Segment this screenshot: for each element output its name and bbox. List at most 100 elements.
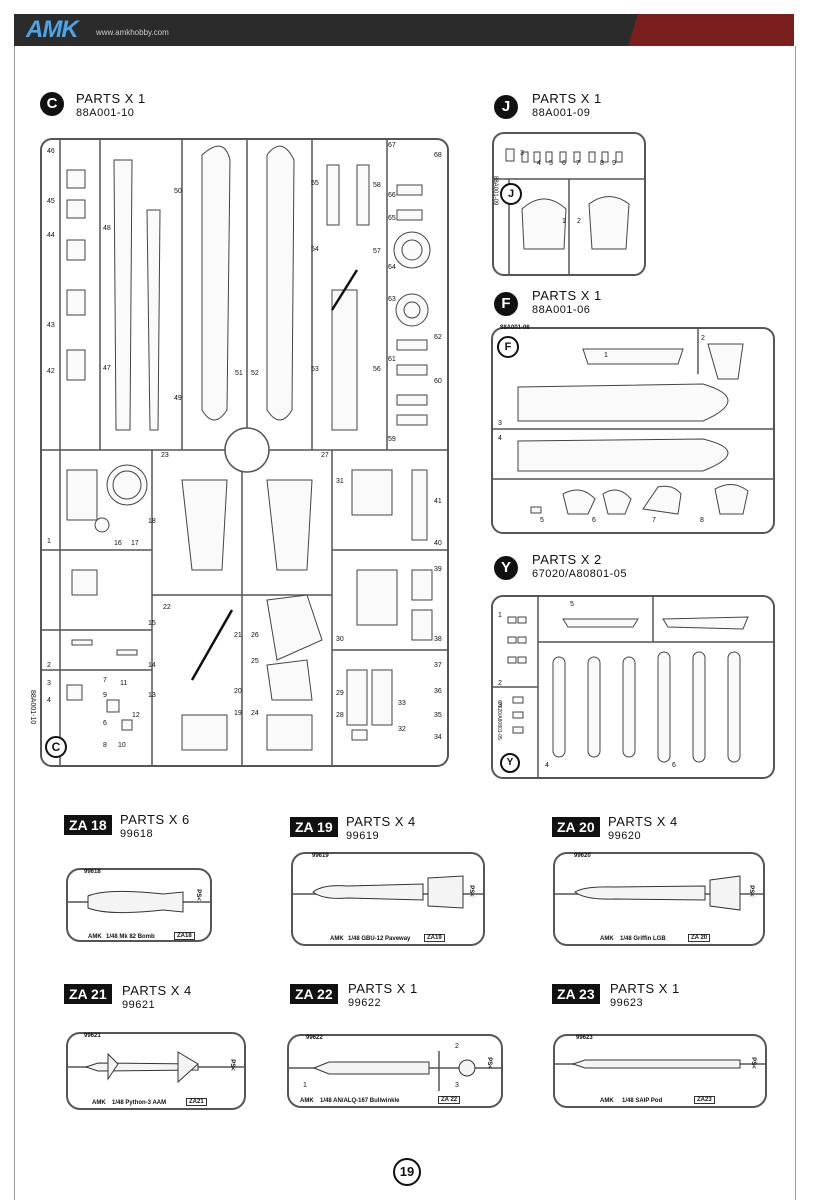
za23-sprue [553, 1034, 767, 1108]
header-accent [628, 14, 794, 46]
sprue-f-badge: F [494, 292, 518, 316]
c-part-num: 49 [174, 395, 182, 402]
za18-title: PARTS X 6 [120, 812, 190, 827]
za22-sprue-code: 99622 [306, 1035, 323, 1041]
c-part-num: 4 [47, 697, 51, 704]
za21-box: ZA21 [186, 1098, 207, 1106]
c-part-num: 59 [388, 436, 396, 443]
za18-tag: ZA 18 [64, 815, 112, 835]
za18-box: ZA18 [174, 932, 195, 940]
j-part-num: 6 [562, 160, 566, 167]
f-part-num: 3 [498, 420, 502, 427]
sprue-c-corner-badge: C [45, 736, 67, 758]
za19-drawing [293, 875, 483, 909]
j-part-num: 8 [600, 160, 604, 167]
za18-sprue-code: 99618 [84, 869, 101, 875]
za22-box: ZA 22 [438, 1096, 461, 1104]
za22-title: PARTS X 1 [348, 981, 418, 996]
c-part-num: 37 [434, 662, 442, 669]
sprue-c-badge: C [40, 92, 64, 116]
za20-ps: PS< [747, 885, 754, 897]
za18-code: 99618 [120, 828, 154, 840]
c-part-num: 58 [373, 182, 381, 189]
c-part-num: 19 [234, 710, 242, 717]
za19-code: 99619 [346, 830, 380, 842]
c-part-num: 21 [234, 632, 242, 639]
y-part-num: 2 [498, 680, 502, 687]
sprue-j-frame [492, 132, 646, 276]
za23-code: 99623 [610, 997, 644, 1009]
c-part-num: 18 [148, 518, 156, 525]
c-part-num: 26 [251, 632, 259, 639]
sprue-c-frame [40, 138, 449, 767]
za22-tag: ZA 22 [290, 984, 338, 1004]
c-part-num: 15 [148, 620, 156, 627]
za19-label: 1/48 GBU-12 Paveway [348, 936, 411, 942]
sprue-c-label: 88A001-10 [29, 690, 36, 725]
header-url: www.amkhobby.com [96, 28, 169, 37]
c-part-num: 56 [373, 366, 381, 373]
c-part-num: 31 [336, 478, 344, 485]
sprue-j-badge: J [494, 95, 518, 119]
za21-drawing [68, 1051, 244, 1084]
c-part-num: 1 [47, 538, 51, 545]
f-part-num: 7 [652, 517, 656, 524]
page-frame [14, 46, 796, 1200]
sprue-y-code: 67020/A80801-05 [532, 568, 627, 580]
za21-ps: PS< [228, 1059, 235, 1071]
f-part-num: 2 [701, 335, 705, 342]
c-part-num: 38 [434, 636, 442, 643]
sprue-c-drawing [42, 140, 447, 765]
za21-sprue [66, 1032, 246, 1110]
za20-code: 99620 [608, 830, 642, 842]
f-part-num: 8 [700, 517, 704, 524]
c-part-num: 35 [434, 712, 442, 719]
j-part-num: 4 [537, 160, 541, 167]
c-part-num: 33 [398, 700, 406, 707]
za19-ps: PS< [467, 885, 474, 897]
c-part-num: 39 [434, 566, 442, 573]
c-part-num: 25 [251, 658, 259, 665]
c-part-num: 10 [118, 742, 126, 749]
amk-logo: AMK [26, 16, 79, 43]
f-part-num: 6 [592, 517, 596, 524]
sprue-j-label: 88A001-09 [492, 176, 498, 206]
c-part-num: 14 [148, 662, 156, 669]
c-part-num: 45 [47, 198, 55, 205]
sprue-y-badge: Y [494, 556, 518, 580]
c-part-num: 11 [120, 680, 128, 687]
za23-title: PARTS X 1 [610, 981, 680, 996]
za22-part-num: 2 [455, 1043, 459, 1050]
c-part-num: 53 [311, 366, 319, 373]
za20-drawing [555, 875, 763, 911]
c-part-num: 6 [103, 720, 107, 727]
y-part-num: 6 [672, 762, 676, 769]
c-part-num: 7 [103, 677, 107, 684]
za22-ps: PS< [485, 1057, 492, 1069]
j-part-num: 1 [562, 218, 566, 225]
c-part-num: 54 [311, 246, 319, 253]
za19-tag: ZA 19 [290, 817, 338, 837]
za21-code: 99621 [122, 999, 156, 1011]
c-part-num: 8 [103, 742, 107, 749]
za22-code: 99622 [348, 997, 382, 1009]
c-part-num: 30 [336, 636, 344, 643]
za18-ps: PS< [194, 889, 201, 901]
za23-sprue-code: 99623 [576, 1035, 593, 1041]
c-part-num: 29 [336, 690, 344, 697]
c-part-num: 55 [311, 180, 319, 187]
y-part-num: 5 [570, 601, 574, 608]
za22-logo: AMK [300, 1098, 314, 1104]
c-part-num: 2 [47, 662, 51, 669]
za19-box: ZA19 [424, 934, 445, 942]
sprue-j-title: PARTS X 1 [532, 91, 602, 106]
f-part-num: 4 [498, 435, 502, 442]
za22-label: 1/48 AN/ALQ-167 Bullwinkle [320, 1098, 400, 1104]
page-number: 19 [393, 1158, 421, 1186]
za23-ps: PS< [749, 1057, 756, 1069]
c-part-num: 9 [103, 692, 107, 699]
c-part-num: 36 [434, 688, 442, 695]
za23-logo: AMK [600, 1098, 614, 1104]
sprue-y-drawing [493, 597, 773, 777]
za20-logo: AMK [600, 936, 614, 942]
